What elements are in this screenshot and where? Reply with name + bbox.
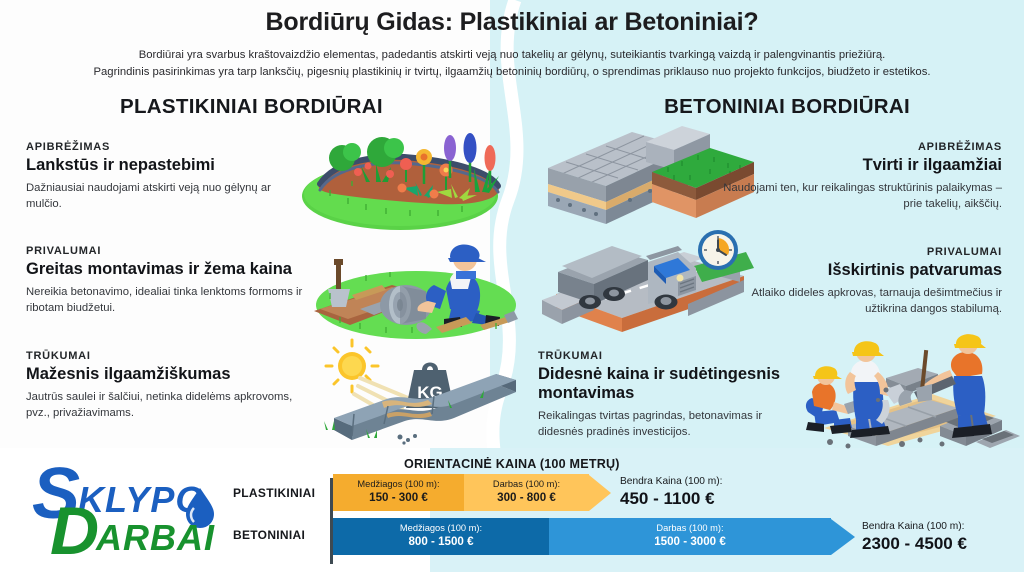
header: Bordiūrų Gidas: Plastikiniai ar Betonini… xyxy=(0,8,1024,81)
warped-border xyxy=(334,374,516,440)
right-block-advantages-heading: Išskirtinis patvarumas xyxy=(827,261,1002,279)
price-bar-concrete: Medžiagos (100 m): 800 - 1500 € Darbas (… xyxy=(333,518,855,555)
right-block-advantages-body: Atlaiko dideles apkrovas, tarnauja dešim… xyxy=(751,286,1002,316)
price-segment-concrete-labor-value: 1500 - 3000 € xyxy=(654,535,726,549)
price-segment-plastic-labor-label: Darbas (100 m): xyxy=(492,479,561,490)
price-total-concrete-label: Bendra Kaina (100 m): xyxy=(862,521,965,532)
page-subtitle: Bordiūrai yra svarbus kraštovaizdžio ele… xyxy=(0,47,1024,81)
right-block-advantages: PRIVALUMAI Išskirtinis patvarumas Atlaik… xyxy=(730,246,1002,318)
left-block-disadvantages-kicker: TRŪKUMAI xyxy=(26,350,91,362)
right-block-advantages-kicker: PRIVALUMAI xyxy=(926,246,1002,258)
left-block-disadvantages-heading: Mažesnis ilgaamžiškumas xyxy=(26,365,231,383)
price-total-concrete: Bendra Kaina (100 m): 2300 - 4500 € xyxy=(862,521,967,554)
left-block-definition: APIBRĖŽIMAS Lankstūs ir nepastebimi Dažn… xyxy=(26,141,284,213)
logo-letter-d: D xyxy=(50,493,99,562)
left-block-disadvantages: TRŪKUMAI Mažesnis ilgaamžiškumas Jautrūs… xyxy=(26,350,294,422)
logo-letter-s: S xyxy=(32,462,80,534)
price-chart: ORIENTACINĖ KAINA (100 METRŲ) xyxy=(0,452,1024,572)
left-block-definition-heading: Lankstūs ir nepastebimi xyxy=(26,156,215,174)
price-segment-plastic-materials-label: Medžiagos (100 m): xyxy=(357,479,440,490)
price-total-plastic-value: 450 - 1100 € xyxy=(620,489,715,509)
price-row-label-plastic: PLASTIKINIAI xyxy=(233,486,316,500)
price-bar-plastic-arrow-head xyxy=(589,474,611,511)
worker-installing-edging-roll-illustration xyxy=(314,244,518,339)
price-segment-concrete-materials: Medžiagos (100 m): 800 - 1500 € xyxy=(333,518,549,555)
subtitle-line-2: Pagrindinis pasirinkimas yra tarp lanksč… xyxy=(93,66,931,79)
logo-word-top: KLYPO xyxy=(78,479,204,520)
paving-cross-section-illustration xyxy=(548,126,754,224)
price-total-plastic-label: Bendra Kaina (100 m): xyxy=(620,476,723,487)
price-total-plastic: Bendra Kaina (100 m): 450 - 1100 € xyxy=(620,476,723,509)
right-block-disadvantages-body: Reikalingas tvirtas pagrindas, betonavim… xyxy=(538,409,763,439)
price-bar-plastic: Medžiagos (100 m): 150 - 300 € Darbas (1… xyxy=(333,474,611,511)
clock-icon xyxy=(698,230,738,270)
left-block-advantages-kicker: PRIVALUMAI xyxy=(26,245,102,257)
price-segment-plastic-materials-value: 150 - 300 € xyxy=(369,491,428,505)
right-block-definition-kicker: APIBRĖŽIMAS xyxy=(917,141,1002,153)
worker-middle xyxy=(845,341,908,438)
workers-laying-concrete-curb-illustration xyxy=(805,334,1020,449)
right-block-definition: APIBRĖŽIMAS Tvirti ir ilgaamžiai Naudoja… xyxy=(720,141,1002,213)
left-block-definition-body: Dažniausiai naudojami atskirti veją nuo … xyxy=(26,181,271,211)
price-segment-concrete-materials-value: 800 - 1500 € xyxy=(408,535,474,549)
worker-right xyxy=(898,334,992,438)
subtitle-line-1: Bordiūrai yra svarbus kraštovaizdžio ele… xyxy=(138,49,886,61)
left-block-definition-kicker: APIBRĖŽIMAS xyxy=(26,141,111,153)
price-segment-plastic-labor: Darbas (100 m): 300 - 800 € xyxy=(463,474,589,511)
water-drop-icon xyxy=(186,488,214,528)
price-row-label-concrete: BETONINIAI xyxy=(233,528,306,542)
column-heading-concrete: BETONINIAI BORDIŪRAI xyxy=(664,95,910,118)
right-block-disadvantages: TRŪKUMAI Didesnė kaina ir sudėtingesnis … xyxy=(538,350,798,441)
price-bar-concrete-arrow-head xyxy=(831,518,855,555)
price-segment-concrete-labor-label: Darbas (100 m): xyxy=(656,523,724,534)
dump-truck-on-road-with-clock-illustration xyxy=(542,230,754,332)
column-heading-plastic: PLASTIKINIAI BORDIŪRAI xyxy=(120,95,383,118)
price-total-concrete-value: 2300 - 4500 € xyxy=(862,534,967,554)
left-block-advantages-body: Nereikia betonavimo, idealiai tinka lenk… xyxy=(26,285,303,315)
right-block-disadvantages-kicker: TRŪKUMAI xyxy=(538,350,603,362)
price-segment-concrete-materials-label: Medžiagos (100 m): xyxy=(399,523,483,534)
price-segment-plastic-materials: Medžiagos (100 m): 150 - 300 € xyxy=(333,474,464,511)
price-segment-concrete-labor: Darbas (100 m): 1500 - 3000 € xyxy=(549,518,831,555)
right-block-definition-body: Naudojami ten, kur reikalingas struktūri… xyxy=(723,181,1002,211)
page-title: Bordiūrų Gidas: Plastikiniai ar Betonini… xyxy=(265,8,759,36)
price-chart-title: ORIENTACINĖ KAINA (100 METRŲ) xyxy=(404,457,620,471)
left-block-disadvantages-body: Jautrūs saulei ir šalčiui, netinka didel… xyxy=(26,390,293,420)
flower-bed-with-plastic-edging-illustration xyxy=(302,133,501,230)
price-segment-plastic-labor-value: 300 - 800 € xyxy=(497,491,556,505)
logo-word-bottom: ARBAI xyxy=(95,517,215,558)
left-block-advantages: PRIVALUMAI Greitas montavimas ir žema ka… xyxy=(26,245,316,317)
right-block-disadvantages-heading: Didesnė kaina ir sudėtingesnis montavima… xyxy=(538,365,781,402)
right-block-definition-heading: Tvirti ir ilgaamžiai xyxy=(862,156,1002,174)
price-chart-axis xyxy=(330,478,333,564)
logo-sklypo-darbai[interactable]: S KLYPO D ARBAI xyxy=(30,462,245,562)
left-block-advantages-heading: Greitas montavimas ir žema kaina xyxy=(26,260,292,278)
grass-cross-section xyxy=(652,148,754,218)
dump-truck xyxy=(558,246,696,310)
sun-weight-warped-border-illustration: KG xyxy=(324,338,516,445)
